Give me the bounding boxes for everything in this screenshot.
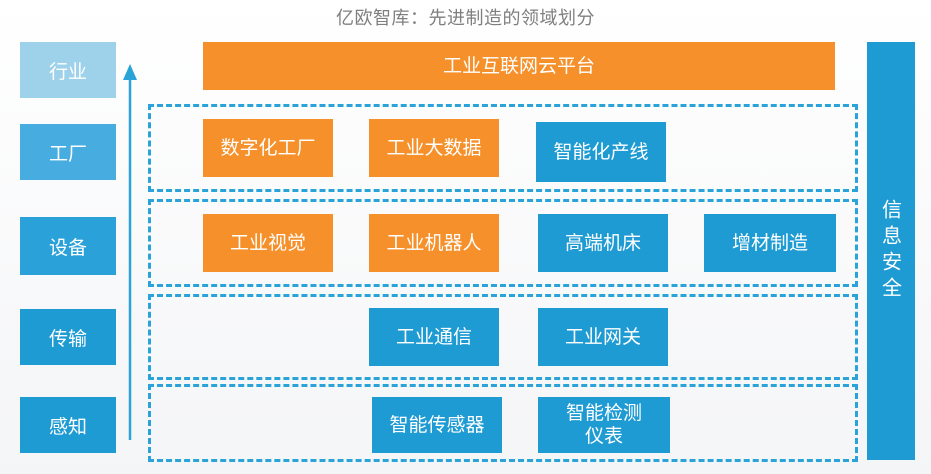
perception-item-smart-test-instrument: 智能检测 仪表	[538, 397, 670, 453]
level-transmission: 传输	[20, 309, 116, 365]
equipment-item-high-end-machine-tool: 高端机床	[538, 214, 668, 272]
equipment-item-additive-manufacturing: 增材制造	[704, 214, 836, 272]
level-equipment: 设备	[20, 217, 116, 275]
transmission-item-industrial-gateway: 工业网关	[538, 308, 668, 366]
transmission-group	[148, 294, 858, 380]
factory-item-smart-production-line: 智能化产线	[536, 122, 666, 182]
information-security-bar: 信息安全	[867, 42, 915, 460]
factory-item-digital-factory: 数字化工厂	[203, 119, 333, 177]
diagram-title: 亿欧智库：先进制造的领域划分	[336, 8, 595, 29]
factory-item-industrial-big-data: 工业大数据	[369, 119, 499, 177]
equipment-group	[148, 199, 858, 287]
factory-group	[148, 104, 858, 192]
equipment-item-industrial-robot: 工业机器人	[369, 214, 499, 272]
level-perception: 感知	[20, 397, 116, 453]
level-factory: 工厂	[20, 124, 116, 180]
industrial-internet-cloud-platform: 工业互联网云平台	[203, 42, 835, 90]
up-arrow-icon	[123, 64, 137, 440]
level-industry: 行业	[20, 42, 116, 98]
information-security-label: 信息安全	[878, 199, 903, 303]
perception-item-smart-sensor: 智能传感器	[372, 397, 502, 453]
transmission-item-industrial-communication: 工业通信	[369, 308, 499, 366]
perception-group	[148, 384, 858, 462]
equipment-item-industrial-vision: 工业视觉	[203, 214, 333, 272]
